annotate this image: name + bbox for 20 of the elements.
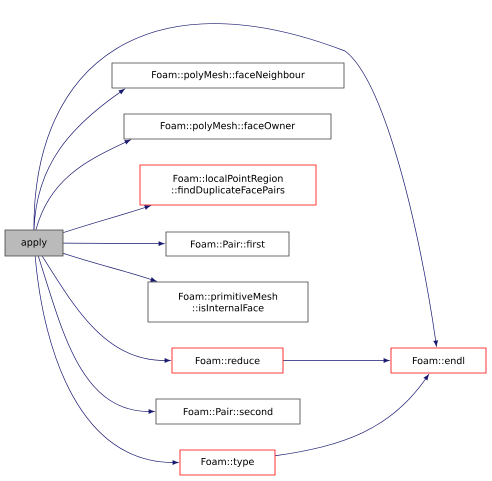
arrow (63, 241, 164, 246)
function-box: Foam::Pair::second (156, 398, 300, 424)
arrow (63, 253, 157, 282)
function-box: Foam::type (180, 450, 276, 476)
function-box: Foam::reduce (172, 348, 284, 374)
arrow (38, 256, 154, 414)
arrow (36, 140, 131, 230)
function-box: Foam::localPointRegion ::findDuplicateFacePairs (140, 164, 316, 206)
arrow (275, 374, 429, 456)
function-box: Foam::endl (390, 348, 486, 374)
arrow (34, 23, 438, 346)
arrow (63, 205, 151, 233)
function-box: Foam::polyMesh::faceOwner (124, 114, 332, 140)
function-box: Foam::primitiveMesh ::isInternalFace (148, 282, 308, 322)
arrow (283, 358, 390, 363)
function-box: Foam::polyMesh::faceNeighbour (112, 62, 344, 88)
function-box: Foam::Pair::first (166, 232, 290, 256)
arrow (42, 256, 170, 363)
arrow (34, 256, 178, 465)
function-box: apply (4, 230, 64, 256)
